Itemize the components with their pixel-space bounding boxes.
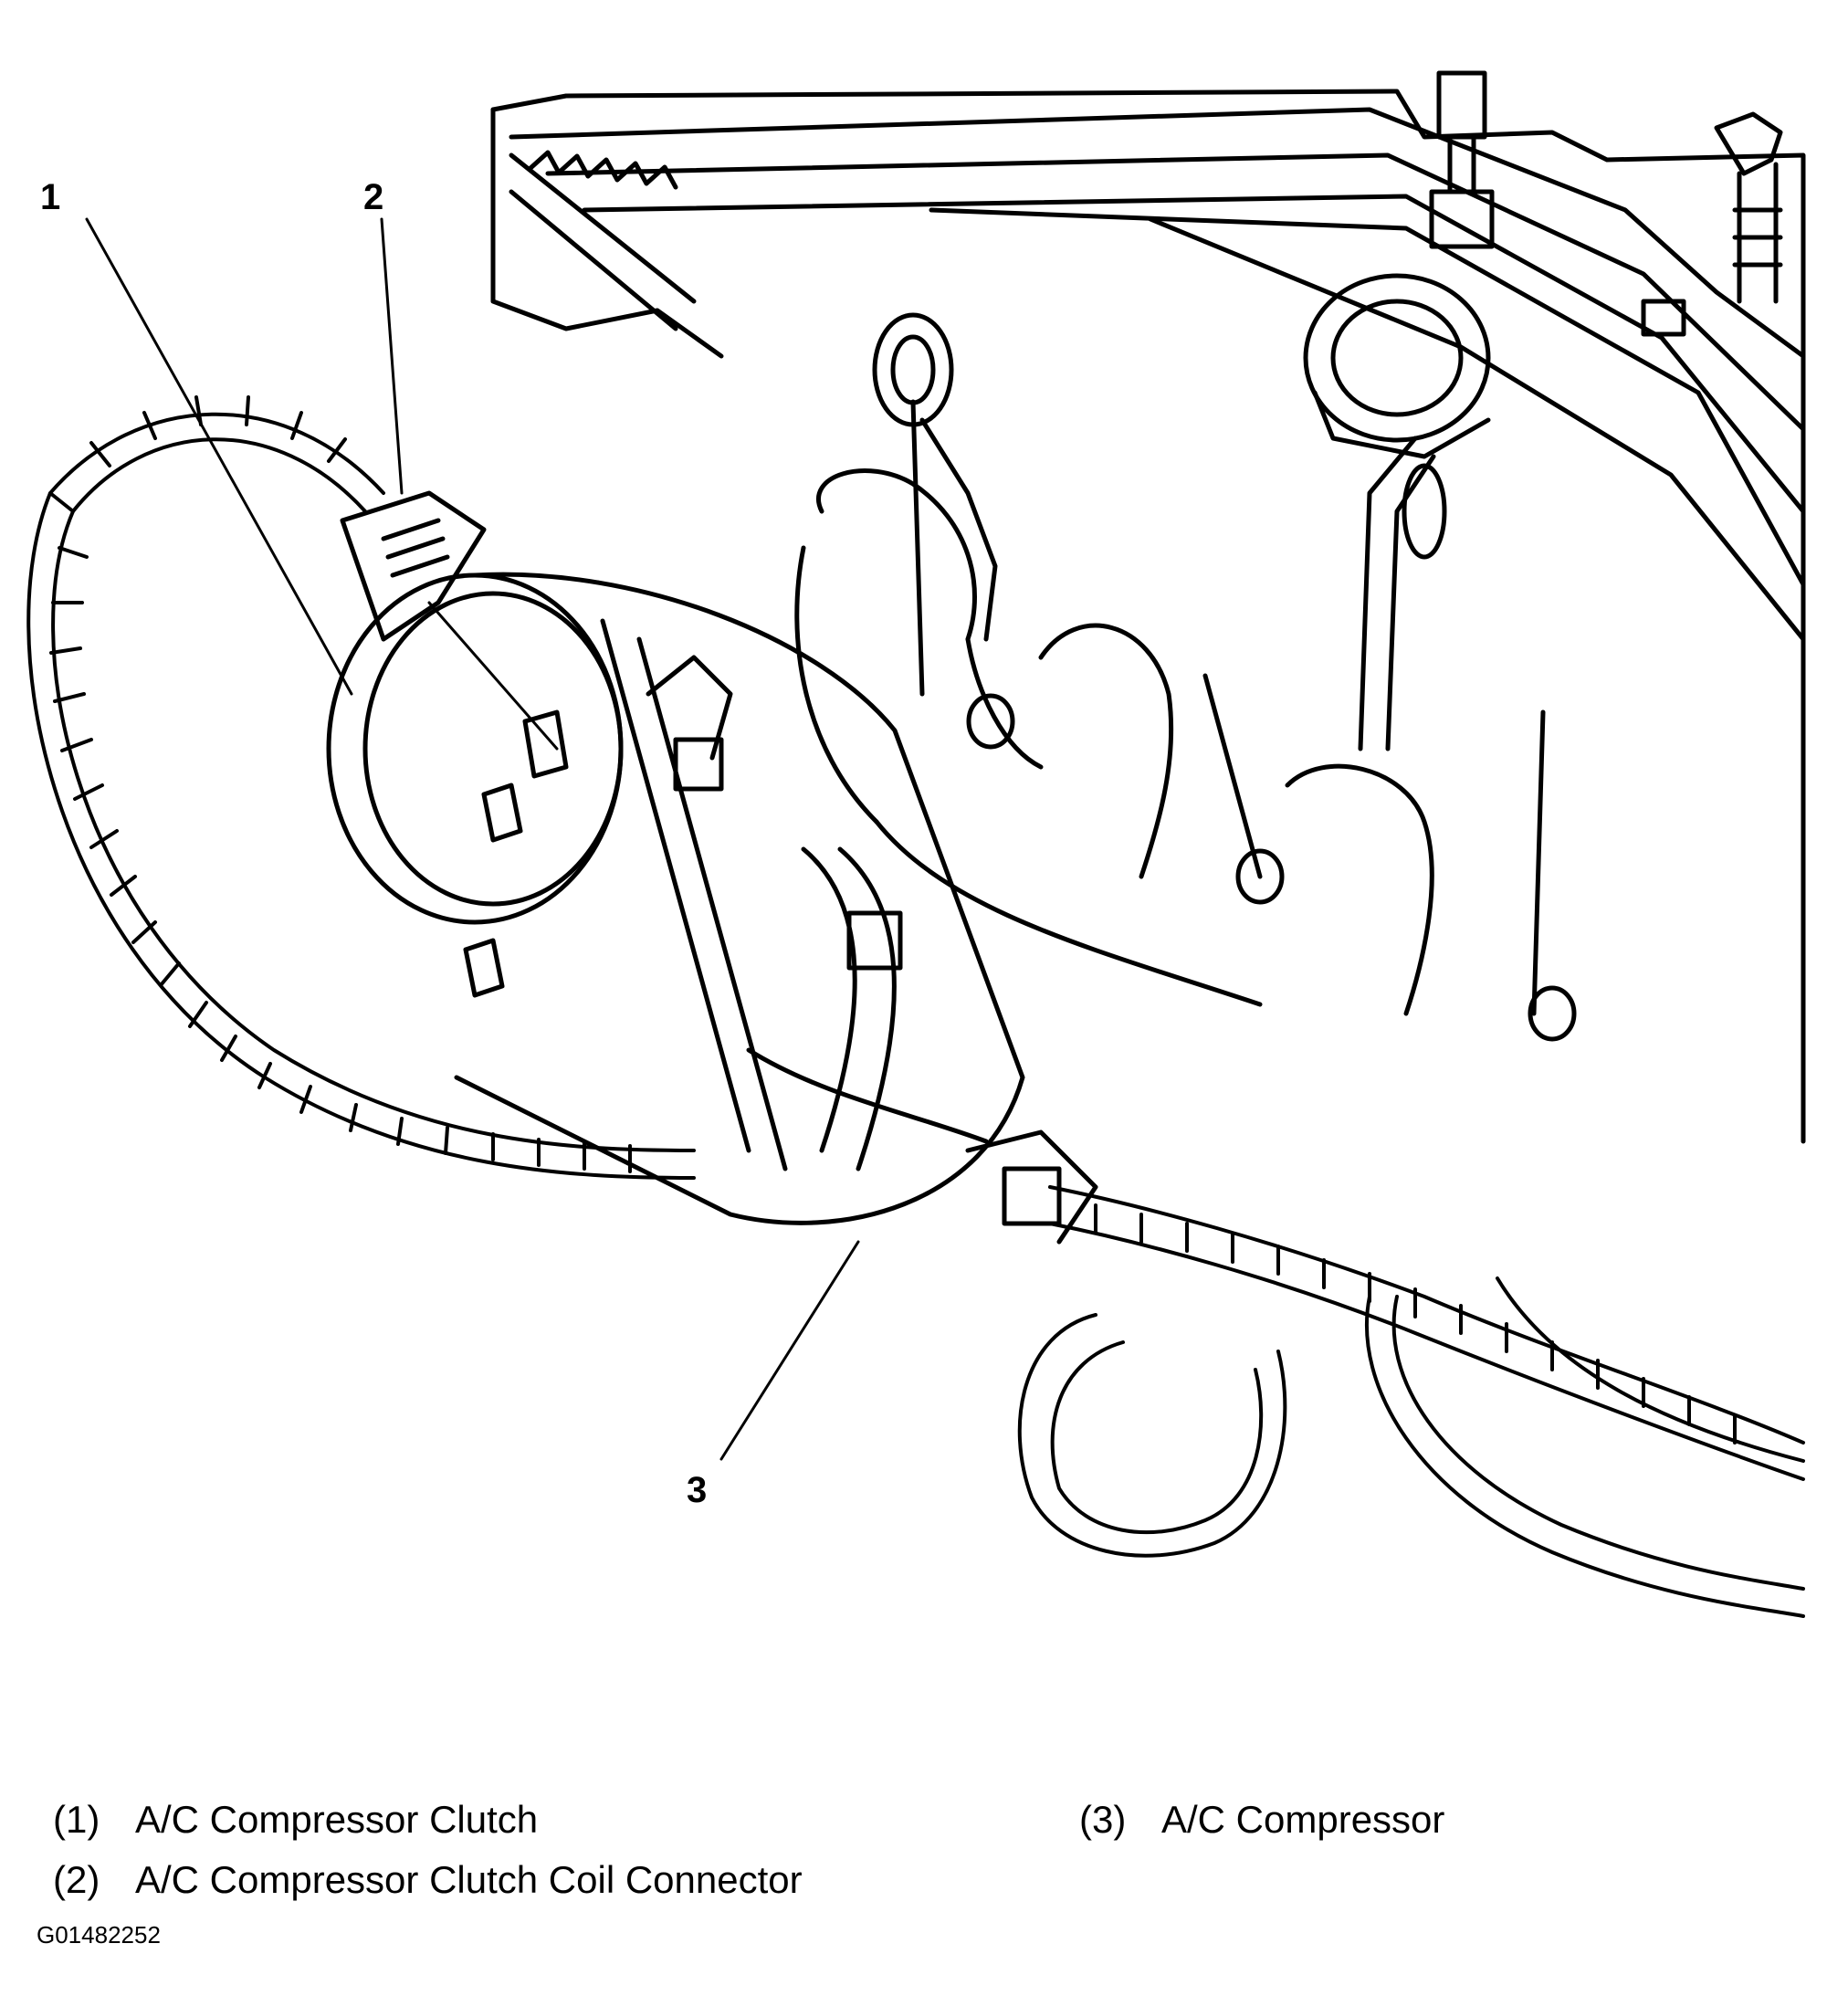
fittings [1429, 70, 1783, 337]
leader-lines [85, 217, 860, 1461]
leader-line-3 [719, 1240, 860, 1461]
legend-label: A/C Compressor [1161, 1798, 1445, 1841]
leader-line-2 [380, 217, 404, 495]
legend-item-clutch-coil-connector: (2) A/C Compressor Clutch Coil Connector [53, 1861, 803, 1899]
legend-item-ac-compressor: (3) A/C Compressor [1079, 1801, 1444, 1839]
legend-number: (1) [53, 1798, 100, 1841]
legend-number: (2) [53, 1858, 100, 1901]
legend-number: (3) [1079, 1798, 1127, 1841]
ac-compressor-drawing [326, 490, 1098, 1245]
wiring-harness [26, 395, 1805, 1618]
legend-item-ac-compressor-clutch: (1) A/C Compressor Clutch [53, 1801, 538, 1839]
callout-3: 3 [687, 1470, 708, 1510]
engine-line-drawing [26, 70, 1806, 1618]
leader-line-2b [427, 601, 559, 751]
leader-line-1 [85, 217, 353, 696]
oil-filler-cap [1303, 273, 1491, 459]
figure-id: G01482252 [37, 1921, 161, 1949]
engine-block [490, 89, 1806, 1144]
callout-2: 2 [363, 177, 384, 217]
exhaust-manifold [794, 399, 1577, 1042]
legend-label: A/C Compressor Clutch [135, 1798, 539, 1841]
legend-label: A/C Compressor Clutch Coil Connector [135, 1858, 803, 1901]
callout-1: 1 [40, 177, 61, 217]
